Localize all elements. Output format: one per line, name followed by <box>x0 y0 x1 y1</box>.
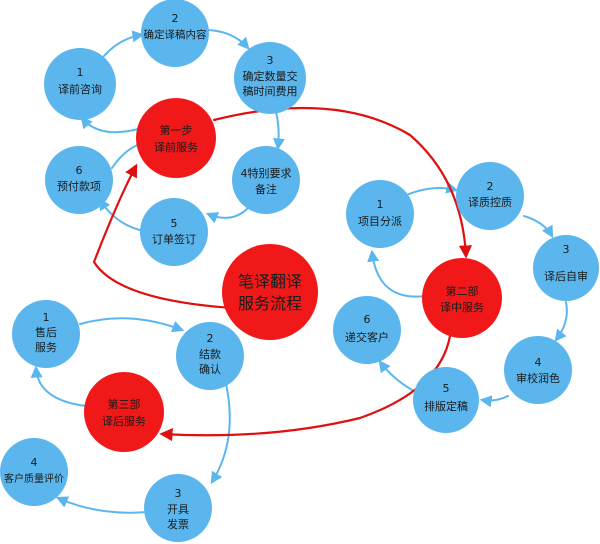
arrow-pre-6-phase1 <box>111 143 141 169</box>
blue-connectors <box>30 29 568 514</box>
step-label-line1: 开具 <box>167 503 189 516</box>
step-label: 递交客户 <box>345 330 389 344</box>
phase-pre-service: 第一步 译前服务 <box>136 98 216 178</box>
arrow-phase3-1 <box>30 365 87 407</box>
step-label: 译前咨询 <box>58 82 102 96</box>
arrow-pre-1-2 <box>103 30 145 57</box>
phase-mid-service: 第二部 译中服务 <box>422 258 502 338</box>
step-mid-2: 2 译质控质 <box>456 162 524 230</box>
mid-service-steps: 1 项目分派 2 译质控质 3 译后自审 4 审校润色 5 排版定稿 6 递交客… <box>333 162 599 433</box>
step-pre-1: 1 译前咨询 <box>44 48 116 120</box>
step-label: 审校润色 <box>516 371 560 385</box>
pre-service-steps: 1 译前咨询 2 确定译稿内容 3 确定数量交 稿时间费用 4特别要求 备注 5… <box>44 0 306 266</box>
step-label: 排版定稿 <box>424 399 468 413</box>
step-post-3: 3 开具 发票 <box>144 474 212 542</box>
step-label-line1: 售后 <box>35 325 57 339</box>
step-number: 6 <box>76 164 83 177</box>
step-label: 项目分派 <box>358 215 402 228</box>
step-pre-2: 2 确定译稿内容 <box>141 0 209 67</box>
step-label-line2: 确认 <box>199 363 221 376</box>
arrow-pre-4-5 <box>205 207 249 224</box>
post-service-steps: 1 售后 服务 2 结款 确认 3 开具 发票 4 客户质量评价 <box>0 300 244 542</box>
step-number: 4 <box>535 356 542 369</box>
arrow-mid-2-3 <box>523 215 554 239</box>
arrow-phase2-1 <box>367 249 427 298</box>
step-label: 确定译稿内容 <box>144 28 207 41</box>
arrow-pre-2-3 <box>204 29 250 50</box>
step-number: 5 <box>171 217 178 230</box>
phase-nodes: 第一步 译前服务 第二部 译中服务 第三部 译后服务 笔译翻译 服务流程 <box>84 98 502 452</box>
step-number: 3 <box>267 54 274 67</box>
step-label-line1: 确定数量交 <box>243 69 298 83</box>
step-mid-5: 5 排版定稿 <box>413 367 479 433</box>
step-number: 3 <box>563 243 570 256</box>
phase-label-line2: 译中服务 <box>440 301 484 314</box>
step-label: 译质控质 <box>468 195 512 209</box>
step-label: 译后自审 <box>544 269 588 283</box>
step-label: 预付款项 <box>57 179 101 193</box>
step-number: 2 <box>487 180 494 193</box>
step-label-line2: 服务 <box>35 341 57 354</box>
phase-label-line1: 第二部 <box>446 284 479 298</box>
step-number: 4 <box>31 456 38 469</box>
step-number: 2 <box>172 12 179 25</box>
step-mid-4: 4 审校润色 <box>504 336 572 404</box>
step-label: 客户质量评价 <box>4 472 64 485</box>
step-number: 1 <box>43 311 50 324</box>
step-label-line2: 稿时间费用 <box>243 84 298 98</box>
step-label-line1: 结款 <box>199 347 221 361</box>
step-post-2: 2 结款 确认 <box>176 322 244 390</box>
step-number: 6 <box>364 313 371 326</box>
arrow-mid-4-5 <box>479 395 509 408</box>
step-mid-6: 6 递交客户 <box>333 296 401 364</box>
step-label-line1: 4特别要求 <box>241 166 292 180</box>
step-post-4: 4 客户质量评价 <box>0 438 68 506</box>
arrow-post-2-3 <box>210 383 231 485</box>
arrow-mid-1-2 <box>403 181 459 197</box>
step-number: 1 <box>77 66 84 79</box>
arrow-post-3-4 <box>55 496 149 514</box>
arrow-mid-3-4 <box>554 301 568 342</box>
step-mid-1: 1 项目分派 <box>346 180 414 248</box>
phase-label-line1: 第三部 <box>108 397 141 411</box>
step-number: 5 <box>443 382 450 395</box>
phase-post-service: 第三部 译后服务 <box>84 372 164 452</box>
step-number: 3 <box>175 487 182 500</box>
phase-label-line1: 第一步 <box>160 123 193 137</box>
arrow-mid-5-6 <box>378 360 413 391</box>
center-title-line2: 服务流程 <box>238 294 302 313</box>
step-label: 订单签订 <box>152 232 196 246</box>
step-number: 2 <box>207 332 214 345</box>
arrow-pre-3-4 <box>272 111 285 151</box>
step-label-line2: 发票 <box>167 517 189 531</box>
arrow-phase1-1 <box>80 116 143 134</box>
step-pre-6: 6 预付款项 <box>45 146 113 214</box>
step-post-1: 1 售后 服务 <box>12 300 80 368</box>
arrow-post-1-2 <box>79 317 185 333</box>
center-node: 笔译翻译 服务流程 <box>222 244 318 340</box>
phase-label-line2: 译后服务 <box>102 415 146 428</box>
center-title-line1: 笔译翻译 <box>238 272 302 291</box>
arrow-center-phase1 <box>92 163 234 310</box>
step-pre-4: 4特别要求 备注 <box>232 146 300 214</box>
step-mid-3: 3 译后自审 <box>533 235 599 301</box>
step-pre-5: 5 订单签订 <box>140 198 208 266</box>
step-label-line2: 备注 <box>255 182 277 196</box>
step-pre-3: 3 确定数量交 稿时间费用 <box>234 42 306 114</box>
step-number: 1 <box>377 198 384 211</box>
phase-label-line2: 译前服务 <box>154 140 198 154</box>
